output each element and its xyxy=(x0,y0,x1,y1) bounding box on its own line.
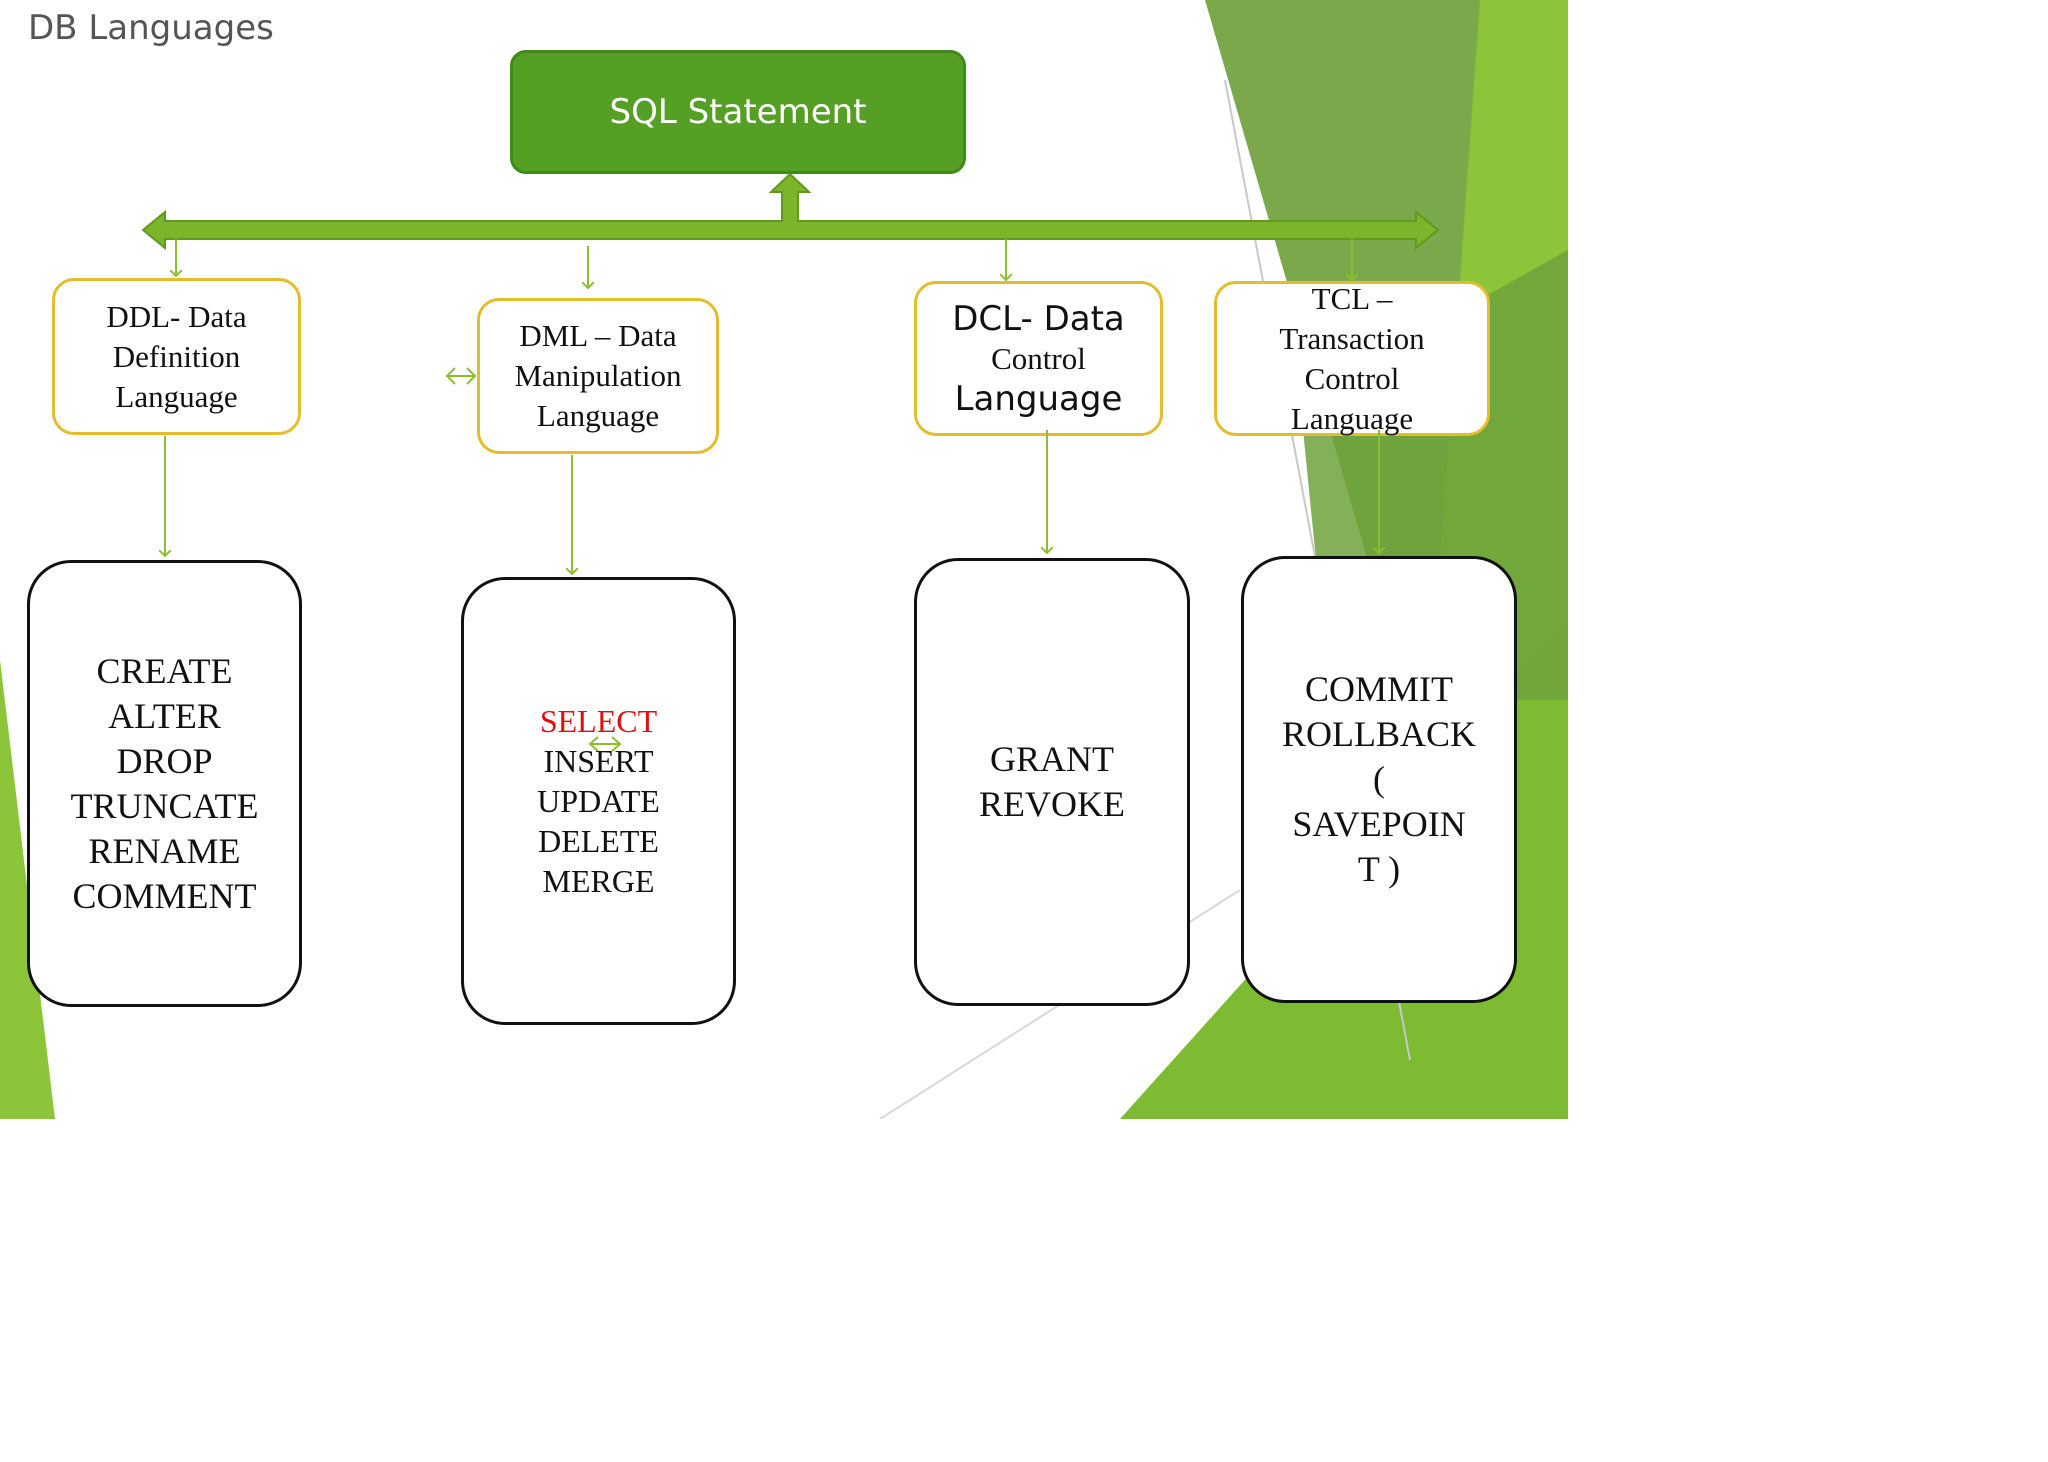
category-label-line: Control xyxy=(991,340,1086,376)
command-item: RENAME xyxy=(88,830,241,871)
command-item: GRANT xyxy=(990,739,1114,779)
command-item: T ) xyxy=(1357,849,1401,889)
command-item: SAVEPOIN xyxy=(1292,804,1466,844)
category-node-ddl: DDL- Data Definition Language xyxy=(52,278,301,435)
category-label-line: TCL – xyxy=(1311,280,1393,316)
command-item: CREATE xyxy=(96,650,233,691)
command-item: DROP xyxy=(116,740,213,781)
command-item: INSERT xyxy=(543,743,654,779)
root-node-sql-statement: SQL Statement xyxy=(510,50,966,174)
command-item: DELETE xyxy=(538,823,659,859)
category-label-line: Definition xyxy=(112,338,241,374)
category-node-tcl: TCL – Transaction Control Language xyxy=(1214,281,1490,436)
command-item: ALTER xyxy=(108,695,221,736)
command-item: REVOKE xyxy=(979,784,1125,824)
category-label-line: DML – Data xyxy=(519,318,677,353)
category-node-dcl: DCL- Data Control Language xyxy=(914,281,1163,436)
slide-title: DB Languages xyxy=(28,8,274,48)
command-item: ( xyxy=(1373,759,1385,799)
category-label-line: Transaction xyxy=(1279,320,1425,356)
category-label-line: Language xyxy=(954,378,1123,419)
command-list-dcl: GRANT REVOKE xyxy=(914,558,1190,1006)
command-item: TRUNCATE xyxy=(70,785,259,826)
category-label-line: DDL- Data xyxy=(106,298,247,334)
category-label-line: DCL- Data xyxy=(952,298,1125,339)
category-label-line: Language xyxy=(115,378,238,414)
category-label-line: Manipulation xyxy=(514,358,682,393)
category-label-line: Language xyxy=(1290,400,1414,436)
command-item: ROLLBACK xyxy=(1281,714,1476,754)
command-list-dml: SELECT INSERT UPDATE DELETE MERGE xyxy=(461,577,736,1025)
category-node-dml: DML – Data Manipulation Language xyxy=(477,298,719,454)
command-list-ddl: CREATE ALTER DROP TRUNCATE RENAME COMMEN… xyxy=(27,560,302,1007)
category-label-line: Language xyxy=(536,398,660,433)
command-item-highlighted: SELECT xyxy=(539,703,658,739)
command-list-tcl: COMMIT ROLLBACK ( SAVEPOIN T ) xyxy=(1241,556,1517,1003)
category-label-line: Control xyxy=(1304,360,1400,396)
command-item: MERGE xyxy=(542,863,655,899)
command-item: COMMENT xyxy=(72,875,257,916)
command-item: UPDATE xyxy=(537,783,660,819)
command-item: COMMIT xyxy=(1304,669,1453,709)
